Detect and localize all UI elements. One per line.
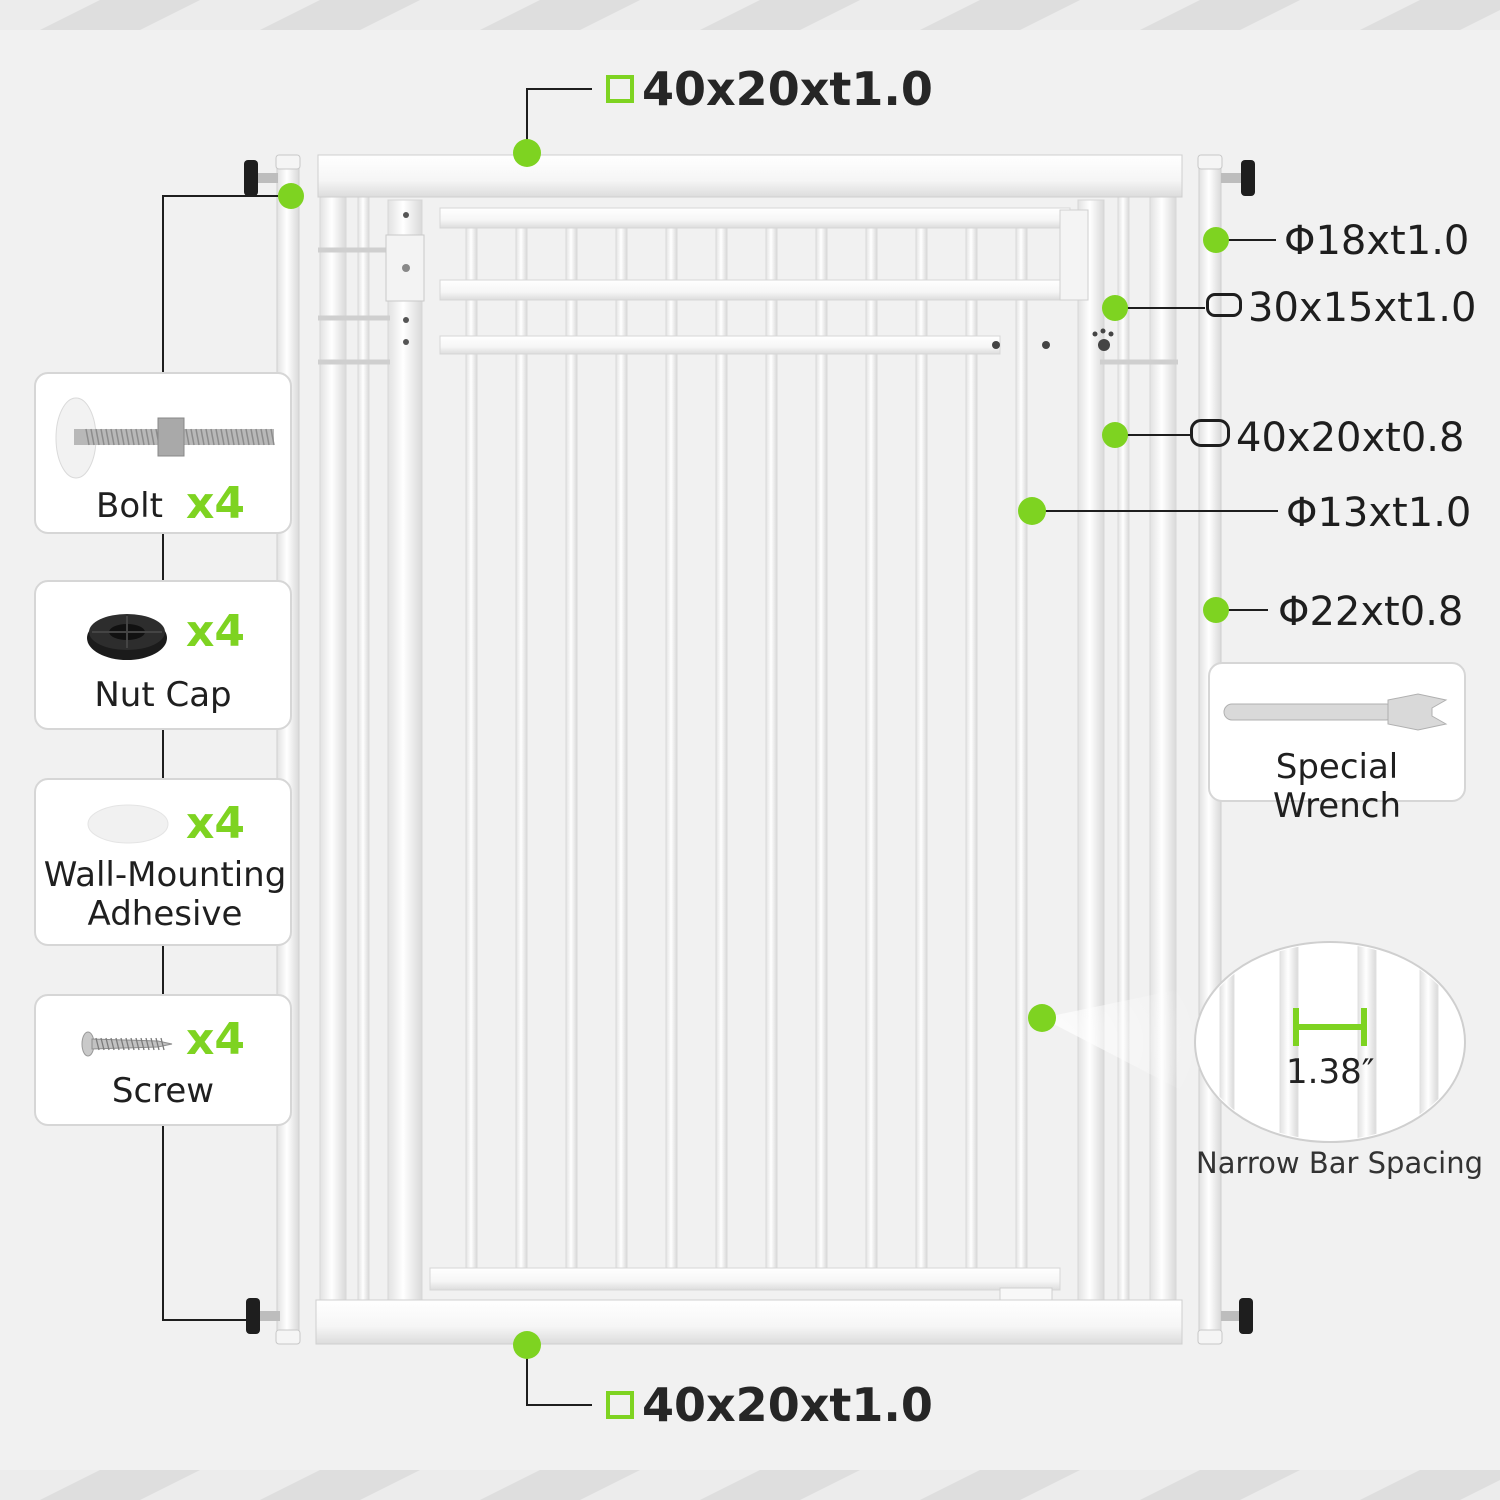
callout-dot-top-rail	[513, 139, 541, 167]
wrench-icon	[1223, 693, 1448, 731]
vertical-bar	[815, 227, 828, 1269]
stripe-pattern	[0, 1470, 1500, 1500]
vertical-bar	[1015, 227, 1028, 1269]
door-upper-bar	[439, 279, 1071, 301]
paw-icon	[1100, 328, 1106, 334]
label-pole-lower: Φ22xt0.8	[1278, 589, 1464, 635]
stripe-pattern	[0, 0, 1500, 30]
hinge-screw	[403, 212, 409, 218]
wall-bolt-top-left	[244, 160, 278, 196]
zoom-spotlight	[1042, 985, 1200, 1100]
vertical-bar	[765, 227, 778, 1269]
vertical-bar	[615, 227, 628, 1269]
accessory-bracket-line	[162, 195, 278, 1321]
vertical-bar	[665, 227, 678, 1269]
leader-top-rail	[526, 88, 592, 153]
accessory-card-nut-cap: x4 Nut Cap	[34, 580, 292, 730]
accessory-qty: x4	[186, 798, 245, 849]
latch-screw	[992, 341, 1000, 349]
bar-spacing-value: 1.38″	[1286, 1052, 1375, 1092]
vertical-bar	[515, 227, 528, 1269]
door-latch-bar	[439, 335, 1001, 355]
accessory-card-screw: x4 Screw	[34, 994, 292, 1126]
pole-cap	[1197, 154, 1223, 170]
label-inner-bar: 30x15xt1.0	[1206, 288, 1476, 328]
label-bottom-rail-text: 40x20xt1.0	[642, 1378, 933, 1432]
vertical-bar	[565, 227, 578, 1269]
label-top-rail: 40x20xt1.0	[606, 66, 933, 112]
accessory-name: Screw	[111, 1071, 215, 1111]
callout-dot-left-bolt	[278, 183, 304, 209]
latch-screw	[1042, 341, 1050, 349]
callout-dot-pole-lower	[1203, 597, 1229, 623]
paw-icon	[1098, 339, 1110, 351]
nut-cap-icon	[87, 614, 167, 660]
adhesive-pad-icon	[87, 804, 169, 844]
pole-cap	[275, 1329, 301, 1345]
door-latch-stile	[1077, 199, 1105, 1306]
accessory-name: Nut Cap	[94, 675, 232, 715]
top-stripe-band	[0, 0, 1500, 30]
accessory-qty: x4	[186, 478, 245, 529]
label-frame-tube-text: 40x20xt0.8	[1236, 415, 1465, 461]
door-hinge-stile	[387, 199, 423, 1306]
vertical-bar	[965, 227, 978, 1269]
vertical-bars	[357, 196, 1130, 1301]
door-top-bar	[439, 207, 1071, 229]
label-vertical-bar: Φ13xt1.0	[1286, 490, 1472, 536]
rect-tube-icon	[606, 1391, 634, 1419]
top-rail	[317, 154, 1183, 198]
bolt-icon	[55, 397, 275, 479]
accessory-card-wrench: Special Wrench	[1208, 662, 1466, 826]
accessory-qty: x4	[186, 1014, 245, 1065]
latch-housing	[1059, 209, 1089, 301]
callout-dot-pole-upper	[1203, 227, 1229, 253]
bar-spacing-zoom	[1194, 941, 1466, 1143]
callout-dot-inner-bar	[1102, 295, 1128, 321]
bottom-stripe-band	[0, 1470, 1500, 1500]
pole-cap	[275, 154, 301, 170]
vertical-bar	[865, 227, 878, 1269]
vertical-bar	[915, 227, 928, 1269]
accessory-name: Wall-Mounting Adhesive	[43, 855, 287, 935]
left-pole	[276, 159, 300, 1341]
vertical-bar	[465, 227, 478, 1269]
callout-dot-bar-spacing	[1028, 1004, 1056, 1032]
frame-left-tube	[319, 194, 347, 1306]
paw-icon	[1092, 331, 1098, 337]
label-pole-upper: Φ18xt1.0	[1284, 218, 1470, 264]
callout-dot-frame-tube	[1102, 422, 1128, 448]
label-bottom-rail: 40x20xt1.0	[606, 1382, 933, 1428]
callout-dot-bottom-rail	[513, 1331, 541, 1359]
rect-tube-icon	[606, 75, 634, 103]
label-inner-bar-text: 30x15xt1.0	[1248, 285, 1477, 331]
paw-icon	[1108, 331, 1114, 337]
accessory-card-bolt: Bolt x4	[34, 372, 292, 534]
hinge-screw	[402, 264, 410, 272]
label-top-rail-text: 40x20xt1.0	[642, 62, 933, 116]
wrench-name: Special Wrench	[1272, 747, 1402, 827]
leader-bottom-rail	[526, 1345, 592, 1406]
screw-icon	[81, 1031, 173, 1057]
callout-dot-vertical-bar	[1018, 497, 1046, 525]
wall-bolt-top-right	[1221, 160, 1255, 196]
wall-bolt-bottom-left	[246, 1298, 280, 1334]
door-bottom-bar	[429, 1267, 1061, 1291]
accessory-card-adhesive: x4 Wall-Mounting Adhesive	[34, 778, 292, 946]
bar-spacing-caption: Narrow Bar Spacing	[1196, 1146, 1484, 1180]
pole-cap	[1197, 1329, 1223, 1345]
hinge-screw	[403, 339, 409, 345]
bottom-rail	[315, 1299, 1183, 1345]
wall-bolt-bottom-right	[1221, 1298, 1253, 1334]
rounded-tube-icon	[1206, 293, 1242, 317]
label-frame-tube: 40x20xt0.8	[1190, 418, 1464, 458]
vertical-bar	[715, 227, 728, 1269]
accessory-qty: x4	[186, 606, 245, 657]
rounded-tube-icon	[1190, 419, 1230, 447]
accessory-name: Bolt	[96, 486, 163, 526]
hinge-screw	[403, 317, 409, 323]
